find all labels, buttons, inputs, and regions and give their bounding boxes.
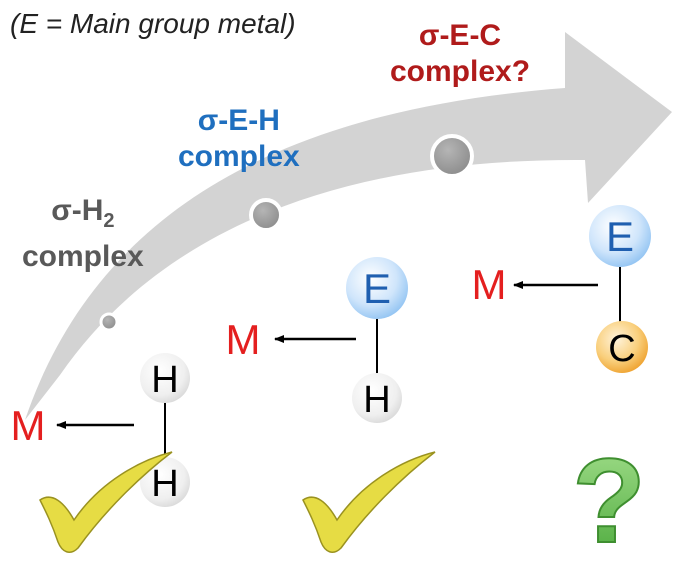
checkmark-icon — [39, 451, 173, 553]
element-sphere-eh — [346, 257, 408, 319]
hydrogen-sphere-top — [140, 353, 190, 403]
sigma-h2-complex-word: complex — [22, 240, 144, 273]
sigma-eh-label-text: σ-E-H — [197, 104, 280, 137]
eh-metal: M — [226, 316, 261, 363]
progress-arrow — [25, 32, 672, 420]
hydrogen-sphere-bottom — [140, 457, 190, 507]
eh-hydrogen: H — [363, 379, 390, 421]
h2-metal: M — [11, 402, 46, 449]
carbon-sphere — [596, 321, 648, 373]
ec-carbon: C — [608, 328, 635, 370]
sigma-ec-label: σ-E-C complex? — [390, 18, 530, 90]
question-mark-icon: ? — [572, 434, 645, 567]
element-definition-note: (E = Main group metal) — [10, 8, 296, 39]
ec-metal: M — [472, 261, 507, 308]
sigma-ec-complex-word: complex? — [390, 55, 531, 88]
arrow-dot-medium — [249, 198, 283, 232]
sigma-h2-label: σ-H2 complex — [22, 193, 144, 275]
eh-element: E — [363, 265, 391, 312]
h2-hydrogen-bottom: H — [151, 463, 178, 505]
h2-hydrogen-top: H — [151, 359, 178, 401]
checkmark-icon — [302, 451, 436, 553]
arrow-dot-large — [430, 134, 474, 178]
element-sphere-ec — [589, 205, 651, 267]
sigma-eh-complex-word: complex — [178, 140, 300, 173]
sigma-h2-label-text: σ-H — [51, 194, 104, 227]
sigma-eh-label: σ-E-H complex — [178, 103, 300, 175]
sigma-h2-subscript: 2 — [103, 210, 115, 232]
sigma-ec-label-text: σ-E-C — [418, 19, 502, 52]
hydrogen-sphere-eh — [352, 373, 402, 423]
arrow-dot-small — [99, 312, 119, 332]
ec-element: E — [606, 213, 634, 260]
